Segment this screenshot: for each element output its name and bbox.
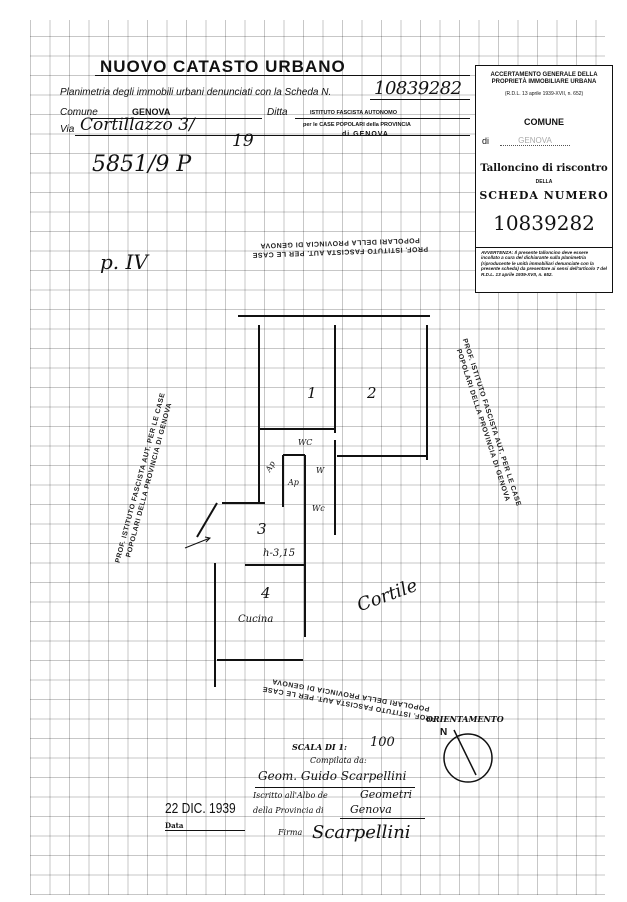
comune-rule (92, 118, 262, 119)
talloncino-scheda: SCHEDA NUMERO (479, 189, 609, 202)
compilata-rule (255, 787, 415, 788)
room-3-label: 3 (257, 520, 267, 538)
cucina-label: Cucina (238, 614, 274, 625)
provincia-label: della Provincia di (253, 806, 324, 815)
provincia-value: Genova (350, 803, 392, 816)
talloncino-decree: (R.D.L. 13 aprile 1939-XVII, n. 652) (504, 91, 584, 97)
room-2-label: 2 (367, 384, 377, 402)
talloncino-title: Talloncino di riscontro (480, 163, 608, 174)
planimetria-label: Planimetria degli immobili urbani denunc… (60, 87, 332, 98)
document-title: NUOVO CATASTO URBANO (100, 57, 346, 76)
talloncino-di-label: di (482, 136, 490, 146)
via-value: Cortillazzo 3/ (80, 115, 195, 135)
wc-label-2: Wc (312, 504, 325, 513)
room-1-label: 1 (307, 384, 317, 402)
comune-value: GENOVA (132, 107, 171, 117)
date-stamp: 22 DIC. 1939 (165, 800, 236, 817)
wc-label-1: WC (298, 438, 313, 447)
firma-signature: Scarpellini (312, 822, 411, 843)
compilata-value: Geom. Guido Scarpellini (258, 769, 407, 783)
comune-label: Comune (60, 107, 98, 118)
ap-label-2: Ap (288, 478, 299, 487)
scheda-rule (370, 99, 470, 100)
north-label: N (440, 727, 448, 738)
provincia-rule (340, 818, 425, 819)
firma-label: Firma (278, 828, 303, 837)
via-label: Via (60, 124, 75, 135)
albo-label: Iscritto all'Albo de (253, 791, 328, 800)
talloncino-number: 10839282 (493, 211, 595, 235)
scala-label: SCALA DI 1: (292, 742, 347, 752)
talloncino-della: DELLA (535, 179, 553, 185)
ref-handwritten: 5851/9 P (92, 152, 192, 177)
scheda-number-handwritten: 10839282 (374, 78, 462, 99)
ditta-line-2: per le CASE POPOLARI della PROVINCIA (303, 122, 411, 128)
via-number: 19 (232, 131, 254, 151)
talloncino-line-2: PROPRIETÀ IMMOBILIARE URBANA (491, 79, 597, 85)
title-rule (95, 75, 470, 76)
page-handwritten: p. IV (100, 250, 148, 274)
data-rule (165, 830, 245, 831)
via-rule (75, 135, 470, 136)
ditta-label: Ditta (267, 107, 288, 118)
talloncino-warning: AVVERTENZA: Il presente talloncino deve … (481, 250, 607, 277)
talloncino-box: ACCERTAMENTO GENERALE DELLA PROPRIETÀ IM… (475, 65, 613, 293)
talloncino-di-value: GENOVA (500, 136, 570, 146)
talloncino-divider (476, 247, 612, 249)
ditta-rule (295, 118, 470, 119)
orientamento-label: ORIENTAMENTO (426, 714, 504, 724)
talloncino-line-1: ACCERTAMENTO GENERALE DELLA (490, 72, 598, 78)
compilata-label: Compilata da: (310, 756, 367, 765)
ditta-line-3: di GENOVA (342, 131, 389, 138)
room-4-label: 4 (261, 584, 271, 602)
scala-value: 100 (370, 735, 395, 750)
data-label: Data (165, 821, 184, 830)
talloncino-comune: COMUNE (524, 117, 564, 127)
albo-value: Geometri (360, 788, 413, 801)
w-label: W (316, 466, 325, 475)
ditta-line-1: ISTITUTO FASCISTA AUTONOMO (310, 110, 397, 116)
height-label: h-3,15 (263, 548, 296, 559)
compass (443, 729, 493, 783)
